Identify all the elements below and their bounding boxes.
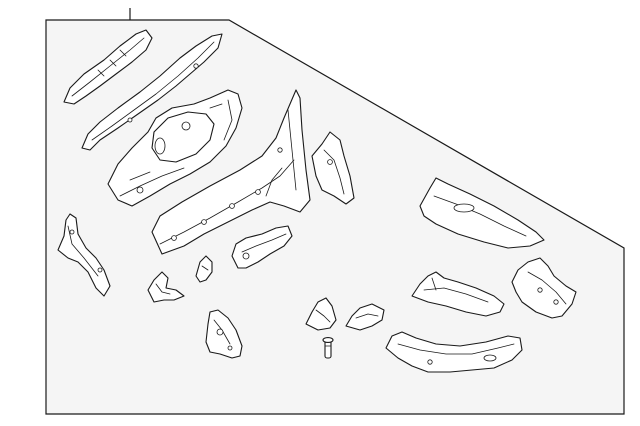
left-inner-apron-rail — [63, 29, 153, 105]
radiator-support-bracket — [57, 213, 111, 297]
parts-panel-outline — [45, 19, 625, 415]
right-front-side-member-lower — [385, 331, 523, 373]
right-small-bracket — [345, 303, 385, 331]
clip-bracket — [195, 255, 213, 283]
left-front-side-member — [151, 89, 311, 255]
side-member-extension — [231, 225, 293, 269]
right-upper-apron-panel — [419, 177, 545, 249]
left-upper-apron-reinforcement — [81, 33, 223, 151]
mounting-stud — [322, 337, 334, 359]
right-inner-rail-section — [411, 271, 505, 317]
right-mount-gusset — [305, 297, 337, 331]
right-side-bracket — [511, 257, 577, 319]
left-shock-tower-housing — [107, 89, 243, 207]
small-mounting-bracket — [147, 271, 185, 303]
cowl-side-bracket — [311, 131, 355, 205]
lower-mount-bracket — [205, 309, 243, 359]
